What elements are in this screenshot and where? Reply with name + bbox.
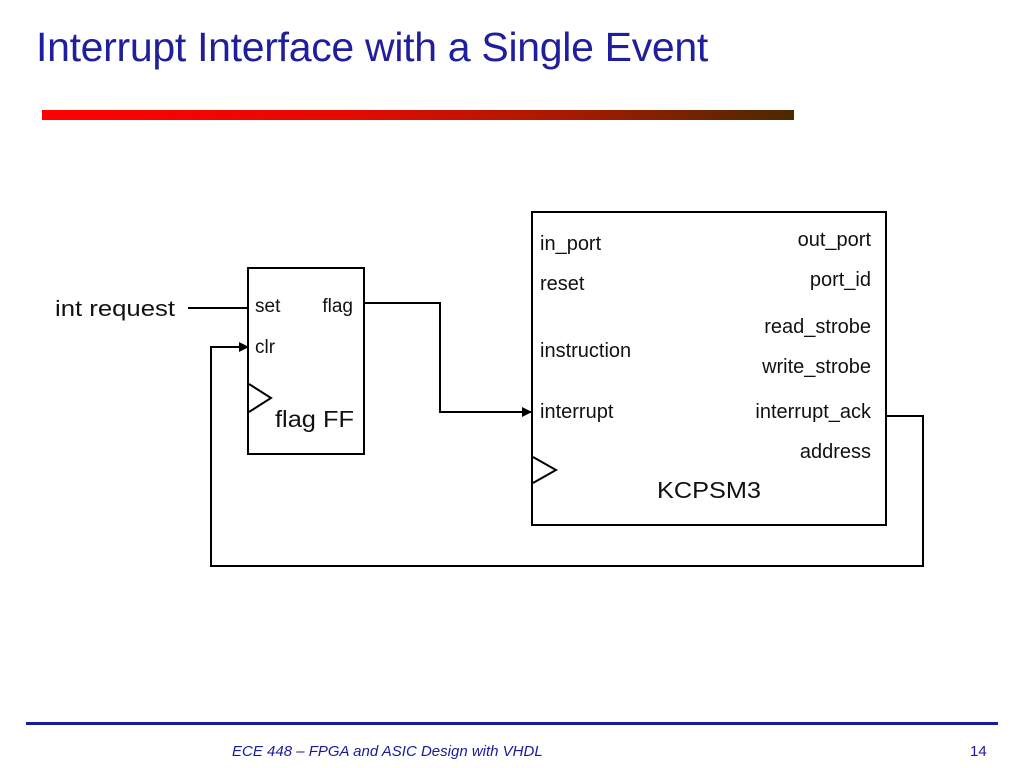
flag-ff-clr-pin: clr [255,337,276,358]
kcpsm3-out-port-pin: out_port [798,229,872,251]
footer-course-title: ECE 448 – FPGA and ASIC Design with VHDL [232,743,543,760]
kcpsm3-write-strobe-pin: write_strobe [761,356,871,378]
title-rule [42,110,794,120]
kcpsm3-interrupt-pin: interrupt [540,401,614,423]
interrupt-ack-feedback-wire [210,342,924,567]
kcpsm3-interrupt-ack-pin: interrupt_ack [755,401,872,423]
flag-ff-set-pin: set [255,296,281,317]
kcpsm3-reset-pin: reset [540,273,585,295]
int-request-label: int request [55,296,175,321]
flag-ff-block [247,267,365,455]
page-number: 14 [970,743,987,760]
flag-ff-clock-symbol [248,383,273,413]
kcpsm3-instruction-pin: instruction [540,340,631,362]
kcpsm3-address-pin: address [800,441,871,463]
flag-ff-name: flag FF [275,406,354,432]
kcpsm3-read-strobe-pin: read_strobe [764,316,871,338]
flag-ff-flag-pin: flag [322,296,353,317]
kcpsm3-name: KCPSM3 [657,477,761,503]
kcpsm3-port-id-pin: port_id [810,269,871,291]
kcpsm3-in-port-pin: in_port [540,233,602,255]
kcpsm3-block [531,211,887,526]
footer-rule [26,722,998,725]
flag-to-interrupt-wire [365,302,532,417]
kcpsm3-clock-symbol [532,456,559,484]
slide-title: Interrupt Interface with a Single Event [36,24,709,70]
